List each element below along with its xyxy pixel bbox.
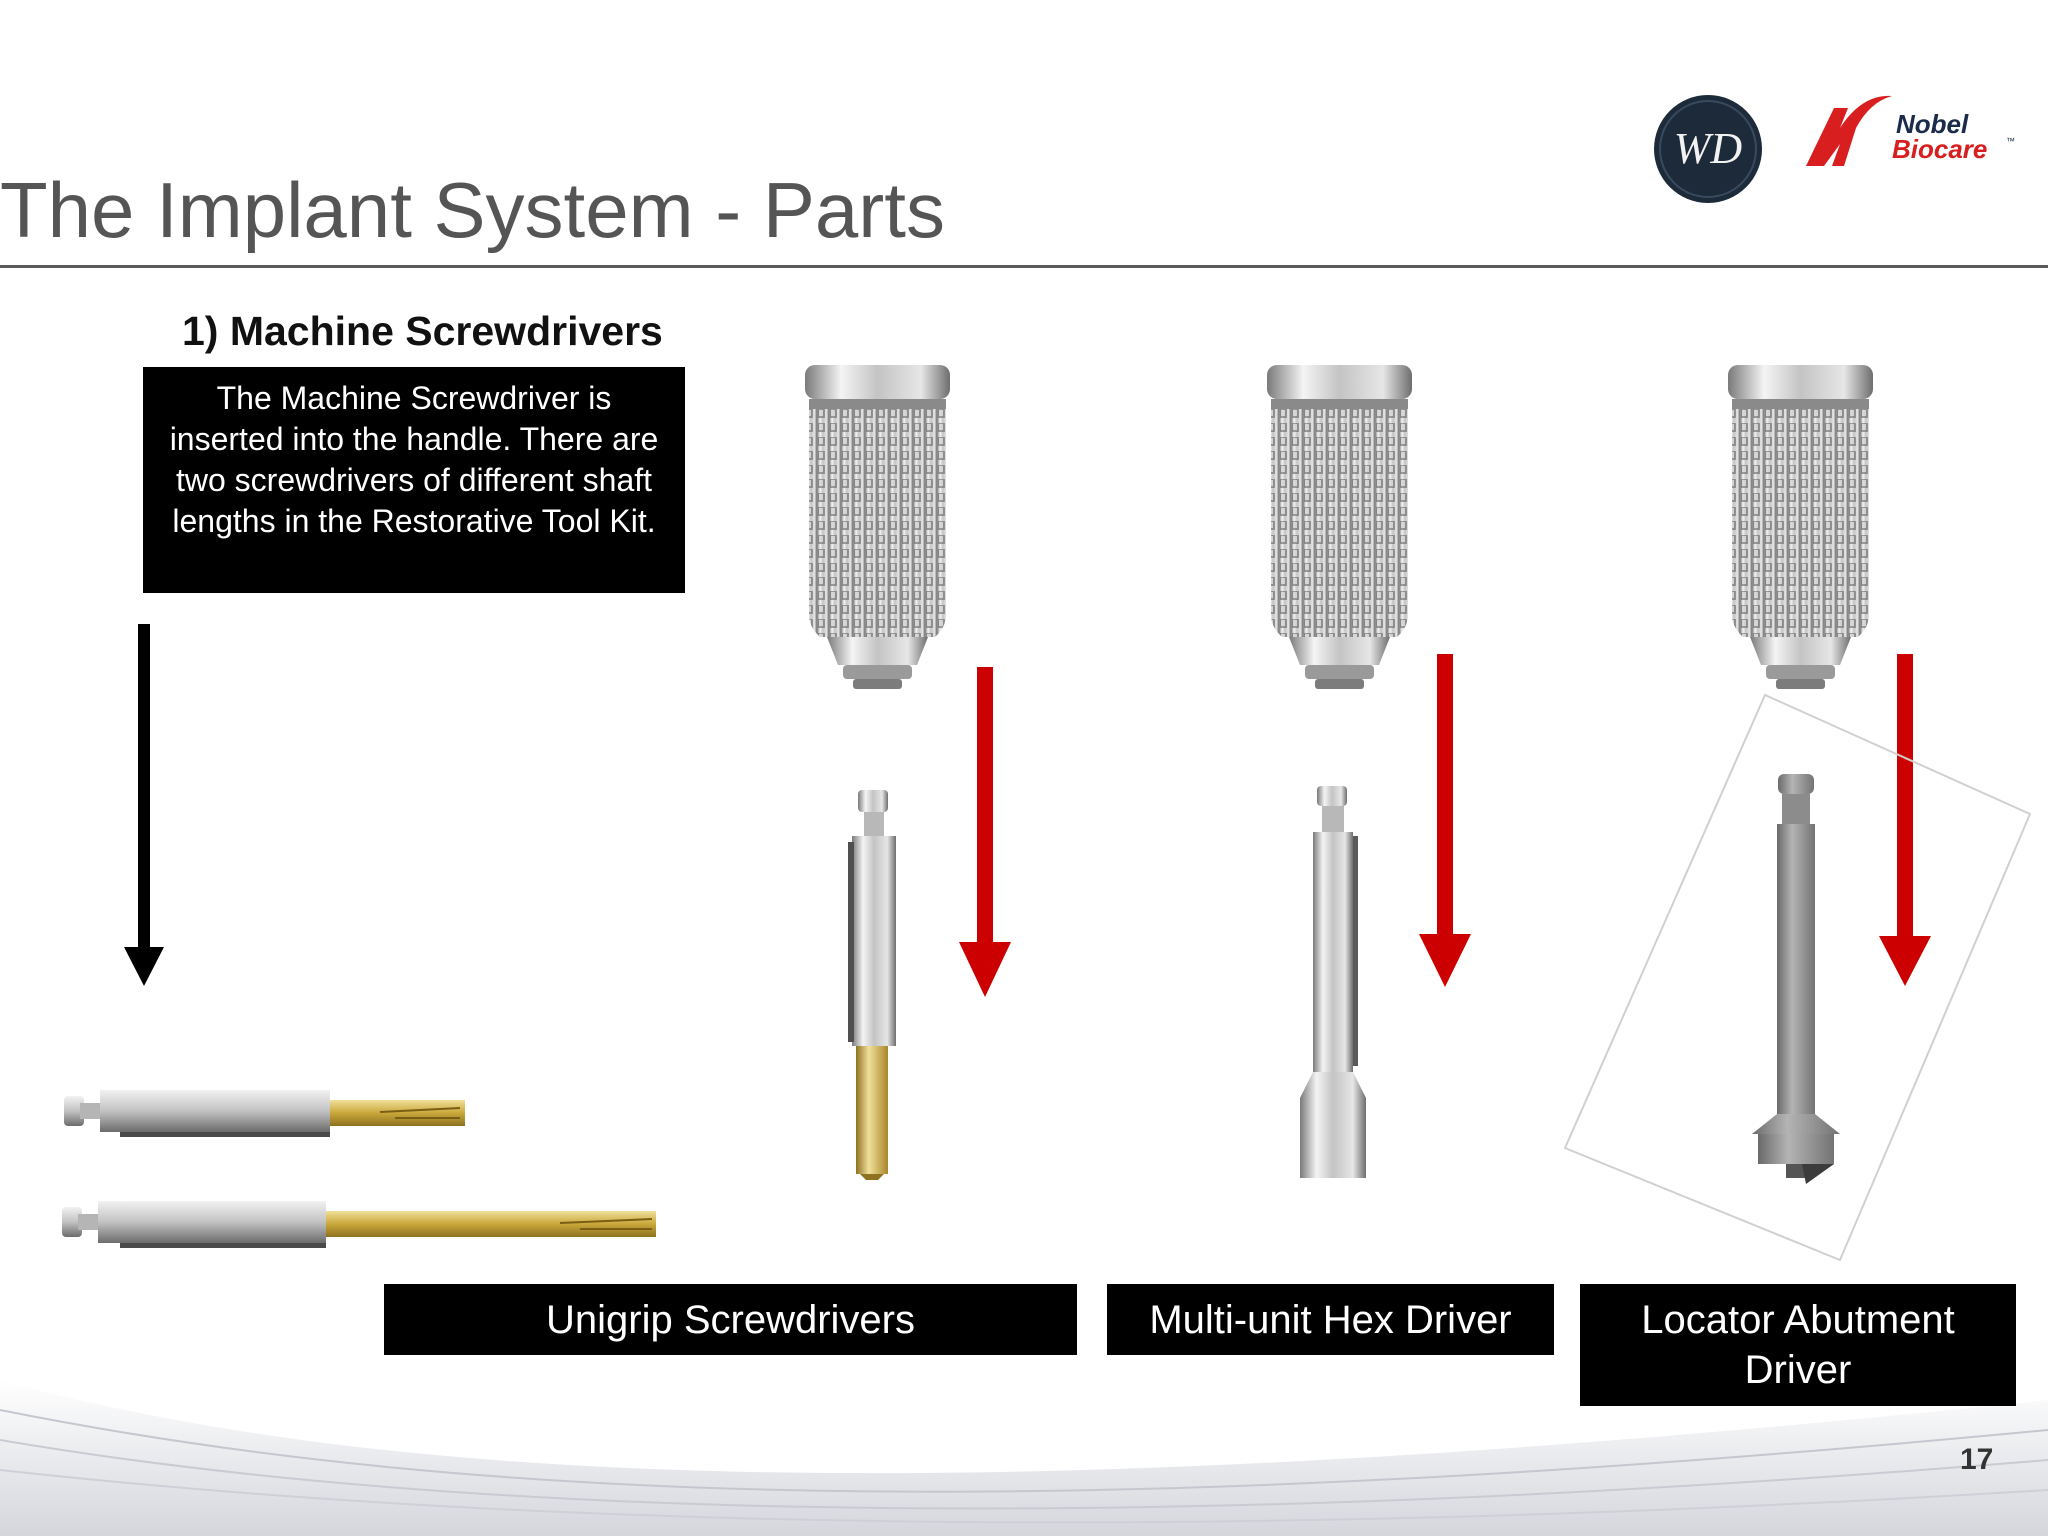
locator-abutment-driver [1563,693,2032,1262]
label-locator-line1: Locator Abutment [1641,1298,1955,1342]
title-divider [0,265,2048,268]
nobel-logo-line2: Biocare [1892,134,1987,164]
machine-screwdriver-long [62,1201,656,1248]
red-arrow-unigrip [959,667,1011,997]
background-swoosh [0,1380,2048,1536]
wd-logo: WD [1652,93,1764,210]
label-locator-abutment-driver: Locator Abutment Driver [1580,1284,2016,1406]
red-arrow-locator [1879,654,1931,986]
nobel-biocare-logo: Nobel Biocare ™ [1800,88,2020,183]
handle-locator [1728,365,1873,689]
label-unigrip-screwdrivers: Unigrip Screwdrivers [384,1284,1077,1355]
black-down-arrow [124,624,164,986]
slide-title: The Implant System - Parts [0,166,945,254]
red-arrow-multiunit [1419,654,1471,987]
machine-screwdriver-short [64,1090,465,1137]
label-multiunit-hex-driver: Multi-unit Hex Driver [1107,1284,1554,1355]
label-locator-line2: Driver [1744,1348,1852,1392]
nobel-logo-tm: ™ [2006,136,2015,146]
description-box: The Machine Screwdriver is inserted into… [143,367,685,593]
section-heading: 1) Machine Screwdrivers [182,308,663,354]
wd-logo-text: WD [1674,124,1743,173]
unigrip-screwdriver-vertical [848,790,896,1180]
wd-logo-mark: WD [1654,95,1762,203]
multiunit-hex-driver [1300,786,1366,1178]
handle-multiunit [1267,365,1412,689]
nobel-logo-line1: Nobel [1896,109,1969,139]
page-number: 17 [1960,1443,1994,1476]
handle-unigrip [805,365,950,689]
nobel-biocare-logo-mark: Nobel Biocare ™ [1806,95,2015,166]
